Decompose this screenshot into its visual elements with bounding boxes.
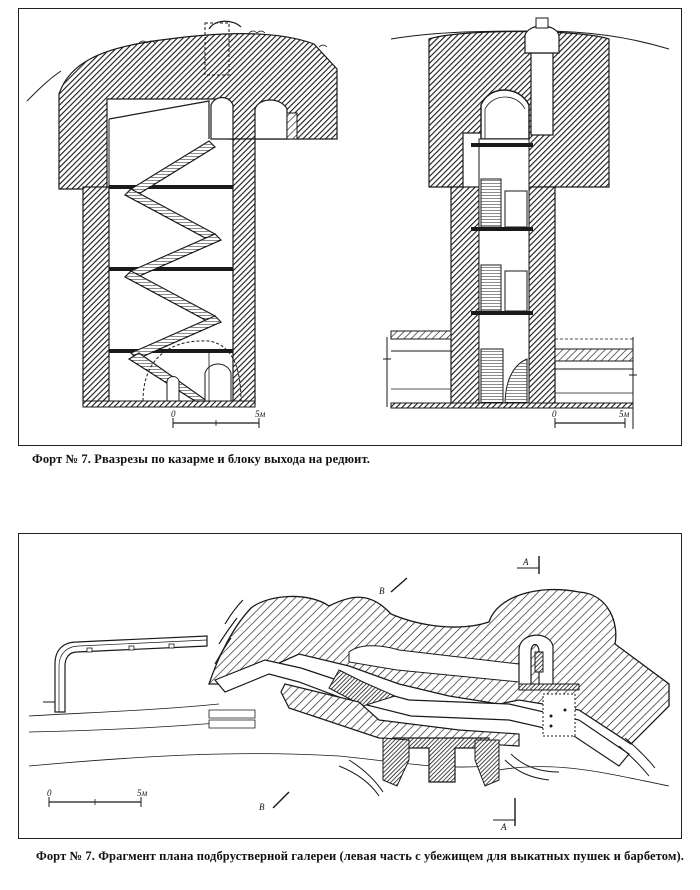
section-drawing: 0 5м [26, 17, 670, 429]
section-line-a: A A [493, 556, 540, 832]
figure-sections: 0 5м [18, 8, 682, 446]
scale-left-unit: 5м [255, 409, 266, 419]
figure-plan: A A B B 0 5м [18, 533, 682, 839]
caption-sections: Форт № 7. Рвазрезы по казарме и блоку вы… [32, 452, 370, 466]
scale-bar-plan: 0 5м [47, 788, 148, 807]
gallery-plan [28, 588, 670, 797]
scale-bar-right: 0 5м [552, 409, 630, 428]
scale-plan-unit: 5м [137, 788, 148, 798]
exit-block-section [383, 17, 670, 429]
scale-left-zero: 0 [171, 409, 176, 419]
label-b-top: B [379, 586, 385, 596]
barracks-section [26, 20, 338, 408]
plan-drawing: A A B B 0 5м [28, 556, 670, 832]
scale-bar-left: 0 5м [171, 409, 266, 428]
scale-right-zero: 0 [552, 409, 557, 419]
label-b-bottom: B [259, 802, 265, 812]
label-a-top: A [522, 557, 529, 567]
caption-plan: Форт № 7. Фрагмент плана подбрустверной … [36, 849, 684, 863]
scale-plan-zero: 0 [47, 788, 52, 798]
section-line-b: B B [259, 577, 408, 812]
scale-right-unit: 5м [619, 409, 630, 419]
label-a-bottom: A [500, 822, 507, 832]
